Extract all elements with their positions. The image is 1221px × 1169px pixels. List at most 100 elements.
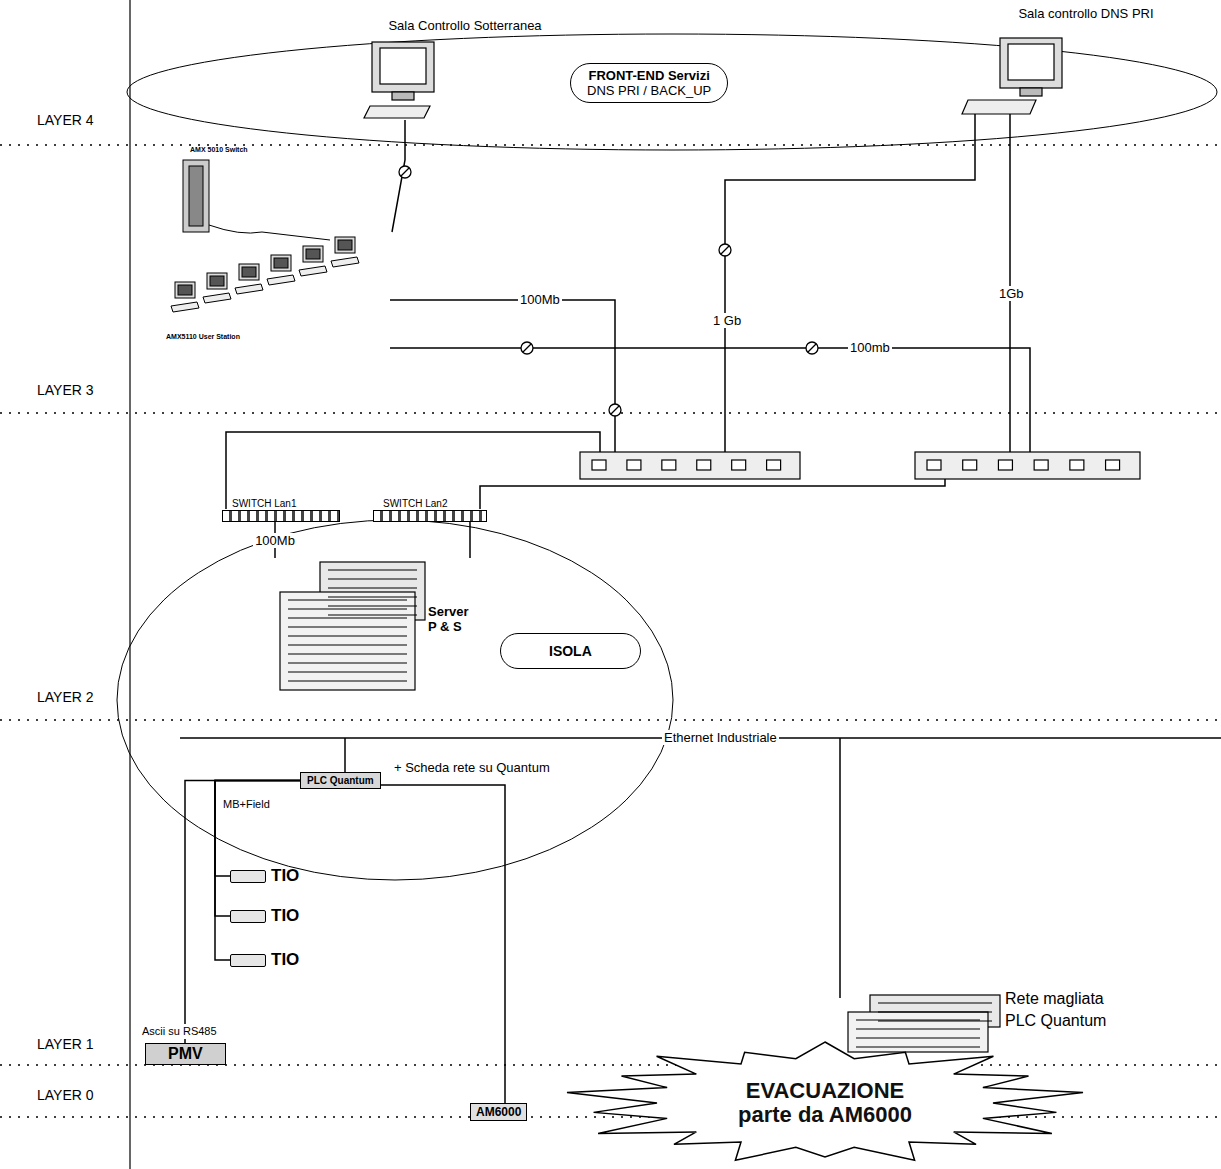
rack-slot	[856, 1037, 980, 1038]
computer-icon	[962, 100, 1036, 114]
server-rack	[280, 592, 415, 690]
link-label: Ethernet Industriale	[662, 730, 779, 745]
node-text: FRONT-END Servizi	[587, 68, 711, 83]
link-marker	[401, 168, 409, 176]
user-station	[274, 258, 288, 268]
hub-port	[1070, 460, 1084, 470]
layer-separators	[0, 144, 1221, 146]
node-text: PLC Quantum	[307, 775, 374, 786]
switch-ports	[222, 510, 340, 522]
layer-separators	[129, 0, 130, 1169]
link-marker	[719, 244, 731, 256]
network-wires	[480, 479, 945, 509]
node-text: TIO	[271, 906, 299, 926]
network-switch: SWITCH Lan1	[222, 497, 340, 522]
rack-slot	[288, 599, 407, 600]
link-label: 1 Gb	[711, 313, 743, 328]
plc-box: PLC Quantum	[300, 772, 381, 789]
user-station	[306, 249, 320, 259]
node-text: SWITCH Lan2	[373, 497, 487, 510]
link-marker	[399, 166, 411, 178]
rack-slot	[288, 662, 407, 663]
connector	[185, 781, 300, 1044]
network-wires	[390, 348, 1030, 452]
user-station	[242, 267, 256, 277]
user-station	[207, 273, 227, 289]
user-station	[267, 275, 295, 285]
tio-box	[230, 870, 266, 883]
rack-slot	[328, 614, 417, 615]
link-marker	[523, 344, 531, 352]
user-station	[338, 240, 352, 250]
layer-label: LAYER 1	[35, 1037, 96, 1052]
rack-slot	[288, 635, 407, 636]
hub-port	[732, 460, 746, 470]
evacuation-burst: EVACUAZIONE parte da AM6000	[560, 1040, 1090, 1166]
region-ellipses	[117, 34, 1217, 880]
network-wires	[226, 432, 600, 509]
link-marker	[808, 344, 816, 352]
user-station	[175, 282, 195, 298]
link-label: 100Mb	[518, 292, 562, 307]
node-text: Sala Controllo Sotterranea	[345, 18, 585, 33]
link-marker	[806, 342, 818, 354]
link-label: 1Gb	[997, 286, 1026, 301]
node-text: SWITCH Lan1	[222, 497, 340, 510]
rack-slot	[878, 1002, 992, 1003]
link-marker	[521, 342, 533, 354]
user-station	[210, 276, 224, 286]
user-station	[331, 257, 359, 267]
rack-slot	[288, 653, 407, 654]
amx-switch-stations	[171, 160, 359, 312]
user-station	[335, 237, 355, 253]
node-text: ISOLA	[549, 643, 592, 659]
tio-box	[230, 954, 266, 967]
user-station	[178, 285, 192, 295]
hub-port	[662, 460, 676, 470]
server-rack	[848, 1012, 988, 1052]
rack-slot	[288, 644, 407, 645]
rack-slot	[878, 1011, 992, 1012]
layer-label: LAYER 2	[35, 690, 96, 705]
service-box: FRONT-END ServiziDNS PRI / BACK_UP	[570, 63, 728, 103]
rack-slot	[328, 569, 417, 570]
user-station	[271, 255, 291, 271]
hub-port	[927, 460, 941, 470]
rack-slot	[328, 578, 417, 579]
user-station	[299, 266, 327, 276]
hub-port	[592, 460, 606, 470]
server-node: Server P & S	[262, 558, 480, 692]
node-text: PMV	[168, 1045, 203, 1063]
link-label: Ascii su RS485	[140, 1024, 219, 1039]
node-text: DNS PRI / BACK_UP	[587, 83, 711, 98]
switch-station-group: AMX 5010 SwitchAMX5110 User Station	[160, 146, 385, 340]
user-station	[299, 246, 327, 276]
rack-slot	[288, 626, 407, 627]
link-marker	[611, 406, 619, 414]
network-hub	[580, 452, 1140, 479]
computer-node: Sala controllo DNS PRI	[955, 6, 1217, 116]
node-text: AM6000	[476, 1105, 521, 1119]
network-wires	[390, 300, 615, 452]
rack-slot	[288, 608, 407, 609]
node-text: EVACUAZIONE parte da AM6000	[718, 1079, 933, 1127]
edge-label: 100Mb	[253, 533, 297, 548]
link-label: + Scheda rete su Quantum	[392, 760, 552, 775]
node-text: AMX5110 User Station	[166, 333, 240, 340]
connector	[381, 785, 505, 1103]
layer-separators	[0, 1116, 1221, 1118]
user-station	[239, 264, 259, 280]
connector	[215, 781, 300, 961]
network-wires	[1009, 114, 1011, 452]
node-text: Server P & S	[428, 604, 480, 634]
pmv-box: PMV	[145, 1043, 226, 1065]
link-marker	[399, 166, 411, 178]
node-text: AMX 5010 Switch	[190, 146, 248, 153]
region-ellipses	[117, 520, 673, 880]
hub-port	[767, 460, 781, 470]
network-wires	[725, 114, 975, 452]
computer-icon	[1000, 38, 1062, 88]
link-marker	[806, 342, 818, 354]
